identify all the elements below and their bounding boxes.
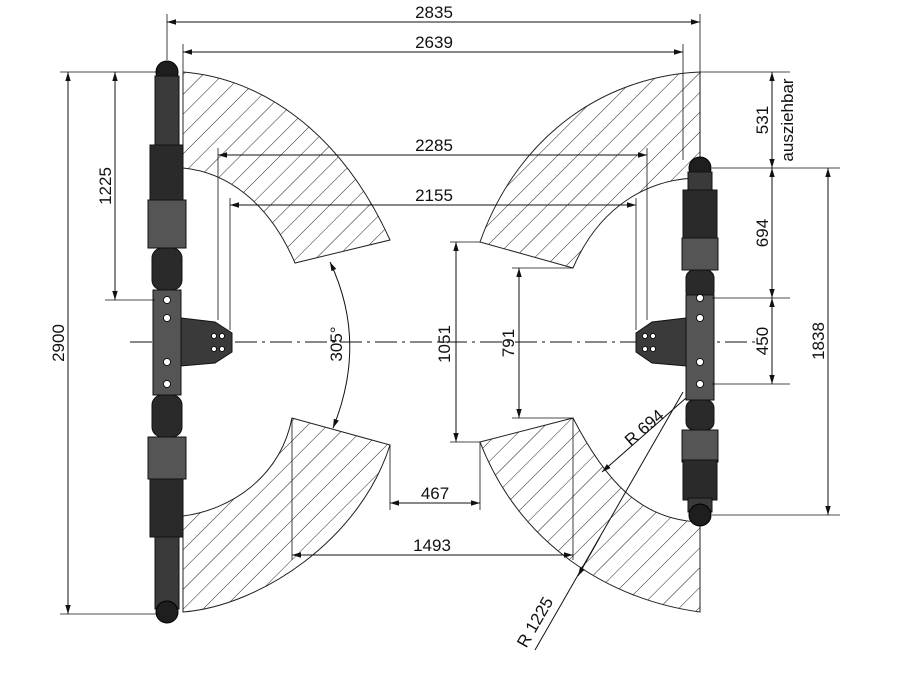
dim-opening-outer: 1051 <box>435 325 454 363</box>
dim-arm-length-right: 694 <box>753 219 772 247</box>
dim-arm-length-left: 1225 <box>96 167 115 205</box>
extension-lines <box>60 14 840 615</box>
dim-extendable-label: ausziehbar <box>778 78 797 162</box>
swing-angle-arc <box>329 261 351 429</box>
left-arm-pivot-plate <box>180 317 233 367</box>
right-arm-pivot-plate <box>635 317 687 367</box>
dim-gap-small: 467 <box>421 484 449 503</box>
dim-opening-inner: 791 <box>499 329 518 357</box>
dim-inner-width: 2639 <box>415 33 453 52</box>
left-arm-bottom-pad <box>155 600 179 624</box>
right-lift-arm <box>635 156 719 527</box>
dim-radius-small: R 694 <box>621 406 668 450</box>
swing-zone-top-right <box>479 71 701 269</box>
swing-zone-bottom-right <box>479 417 701 613</box>
dim-gap-large: 1493 <box>413 536 451 555</box>
swing-zones <box>182 71 701 613</box>
horizontal-dimensions: 2835 2639 2285 2155 467 1493 <box>167 3 700 558</box>
swing-angle: 305° <box>327 261 351 429</box>
dim-overall-width: 2835 <box>415 3 453 22</box>
dim-arm-span-outer: 2285 <box>415 136 453 155</box>
dim-right-height: 1838 <box>809 322 828 360</box>
radius-large-leader <box>534 391 684 651</box>
dim-swing-angle: 305° <box>327 326 346 361</box>
dim-arm-span-inner: 2155 <box>415 186 453 205</box>
dim-pivot-offset: 450 <box>753 327 772 355</box>
vertical-dimensions: 2900 1225 531 ausziehbar 694 450 1838 10… <box>49 72 831 614</box>
swing-zone-top-left <box>182 71 391 264</box>
right-arm-bottom-pad <box>688 503 712 527</box>
left-lift-arm <box>147 60 233 624</box>
left-column-base <box>152 289 182 396</box>
dim-extendable: 531 <box>753 106 772 134</box>
swing-zone-bottom-left <box>182 417 391 613</box>
dim-overall-height: 2900 <box>49 324 68 362</box>
